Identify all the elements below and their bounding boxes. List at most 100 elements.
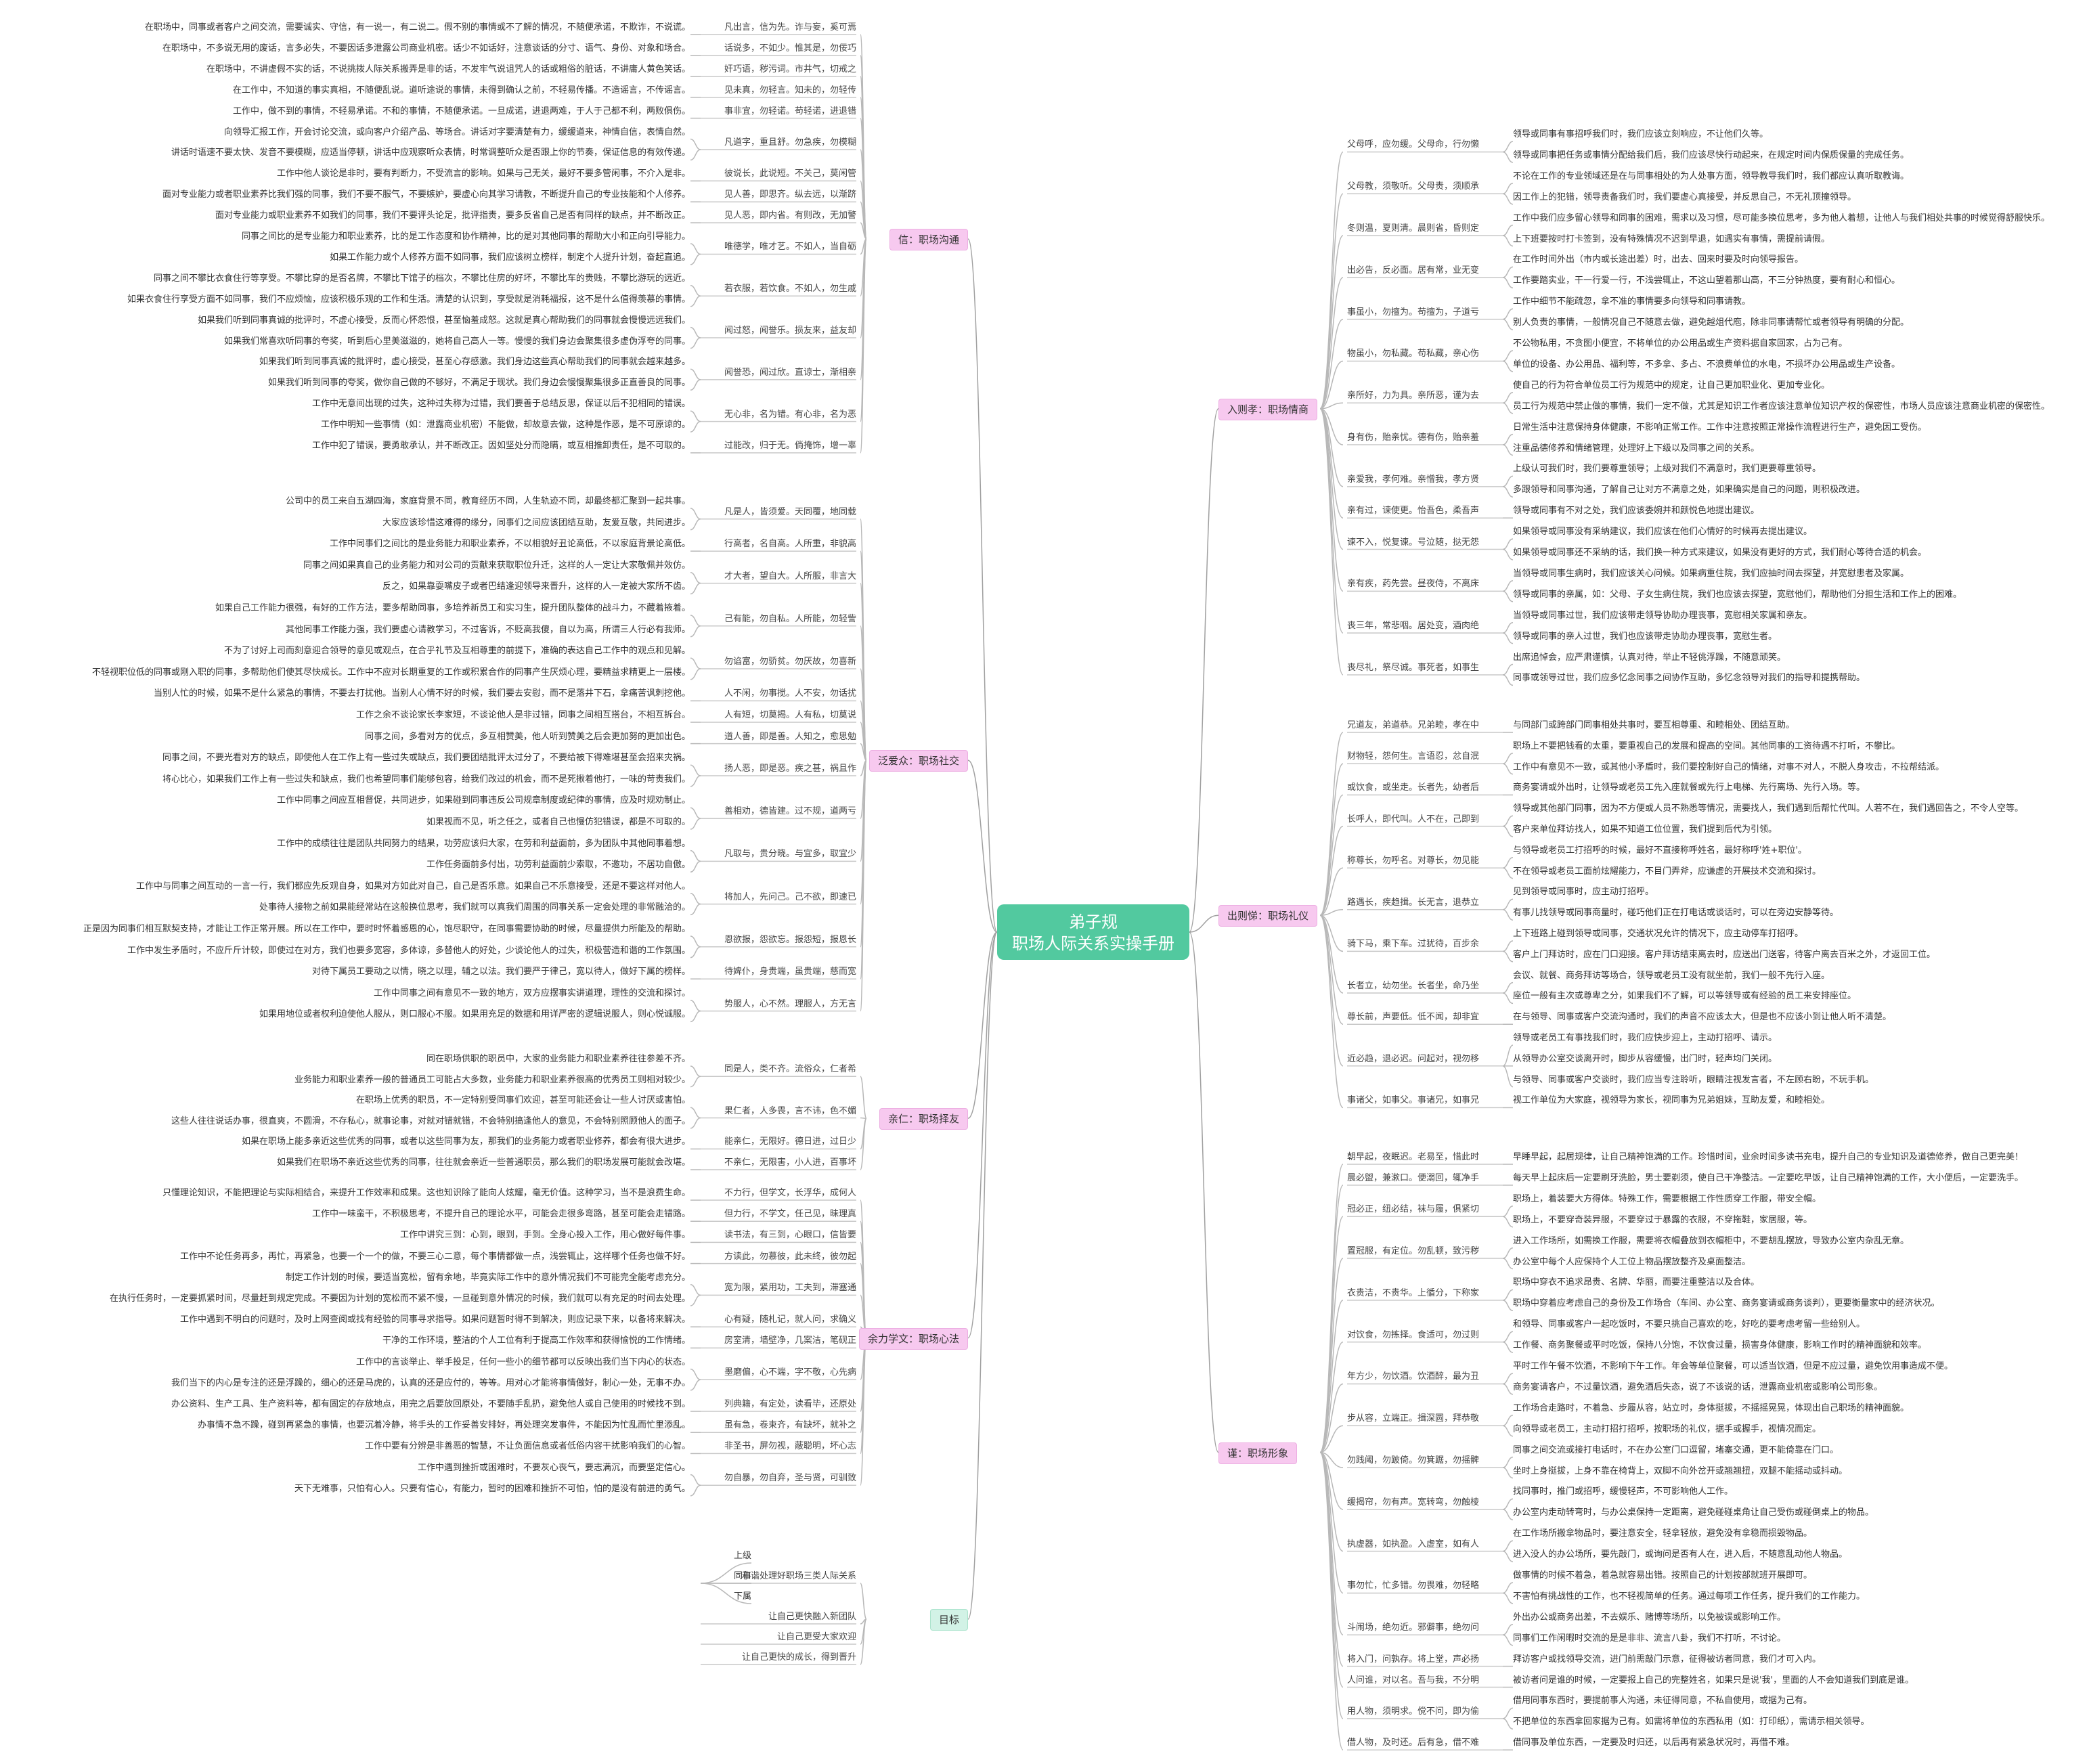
branch-keyword[interactable]: 虽有急，卷束齐，有缺坏，就补之 xyxy=(724,1420,856,1431)
branch-keyword[interactable]: 和谐处理好职场三类人际关系 xyxy=(741,1571,856,1581)
branch-keyword[interactable]: 冠必正，纽必结，袜与履，俱紧切 xyxy=(1347,1204,1480,1215)
branch-keyword[interactable]: 善相劝，德皆建。过不规，道两亏 xyxy=(724,806,856,817)
branch-keyword[interactable]: 丧三年，常悲咽。居处变，酒肉绝 xyxy=(1347,621,1480,632)
branch-keyword[interactable]: 闻誉恐，闻过欣。直谅士，渐相亲 xyxy=(724,367,856,378)
branch-keyword[interactable]: 用人物，须明求。傥不问，即为偷 xyxy=(1347,1706,1480,1717)
branch-keyword[interactable]: 人不闲，勿事搅。人不安，勿话扰 xyxy=(724,688,856,699)
branch-keyword[interactable]: 朝早起，夜眠迟。老易至，惜此时 xyxy=(1347,1152,1480,1162)
branch-keyword[interactable]: 将加人，先问己。己不欲，即速已 xyxy=(724,891,856,902)
branch-keyword[interactable]: 冬则温，夏则清。晨则省，昏则定 xyxy=(1347,223,1480,234)
branch-keyword[interactable]: 置冠服，有定位。勿乱顿，致污秽 xyxy=(1347,1246,1480,1257)
branch-keyword[interactable]: 丧尽礼，祭尽诚。事死者，如事生 xyxy=(1347,662,1480,673)
branch-keyword[interactable]: 果仁者，人多畏，言不讳，色不媚 xyxy=(724,1105,856,1116)
branch-topic[interactable]: 信：职场沟通 xyxy=(889,229,968,250)
branch-keyword[interactable]: 人问谁，对以名。吾与我，不分明 xyxy=(1347,1675,1480,1685)
branch-keyword[interactable]: 恩欲报，怨欲忘。报怨短，报恩长 xyxy=(724,934,856,945)
branch-keyword[interactable]: 身有伤，贻亲忧。德有伤，贻亲羞 xyxy=(1347,433,1480,443)
branch-keyword[interactable]: 宽为限，紧用功，工夫到，滞塞通 xyxy=(724,1283,856,1294)
branch-keyword[interactable]: 人有短，切莫揭。人有私，切莫说 xyxy=(724,710,856,720)
branch-keyword[interactable]: 无心非，名为错。有心非，名为恶 xyxy=(724,409,856,420)
branch-topic[interactable]: 谨：职场形象 xyxy=(1218,1442,1298,1464)
branch-keyword[interactable]: 见未真，勿轻言。知未的，勿轻传 xyxy=(724,85,856,95)
branch-keyword[interactable]: 出必告，反必面。居有常，业无变 xyxy=(1347,265,1480,275)
branch-keyword[interactable]: 道人善，即是善。人知之，愈思勉 xyxy=(724,731,856,742)
branch-keyword[interactable]: 同是人，类不齐。流俗众，仁者希 xyxy=(724,1064,856,1075)
branch-keyword[interactable]: 路遇长，疾趋揖。长无言，退恭立 xyxy=(1347,897,1480,908)
branch-topic[interactable]: 余力学文：职场心法 xyxy=(858,1327,968,1350)
branch-keyword[interactable]: 财物轻，怨何生。言语忍，忿自泯 xyxy=(1347,751,1480,762)
branch-keyword[interactable]: 读书法，有三到，心眼口，信皆要 xyxy=(724,1230,856,1241)
branch-keyword[interactable]: 事勿忙，忙多错。勿畏难，勿轻略 xyxy=(1347,1581,1480,1591)
branch-keyword[interactable]: 墨磨偏，心不端，字不敬，心先病 xyxy=(724,1367,856,1378)
branch-keyword[interactable]: 奸巧语，秽污词。市井气，切戒之 xyxy=(724,64,856,74)
branch-keyword[interactable]: 将入门，问孰存。将上堂，声必扬 xyxy=(1347,1654,1480,1664)
branch-keyword[interactable]: 对饮食，勿拣择。食适可，勿过则 xyxy=(1347,1329,1480,1340)
branch-keyword[interactable]: 父母教，须敬听。父母责，须顺承 xyxy=(1347,181,1480,192)
branch-keyword[interactable]: 或饮食，或坐走。长者先，幼者后 xyxy=(1347,782,1480,793)
branch-keyword[interactable]: 凡取与，贵分晓。与宜多，取宜少 xyxy=(724,849,856,860)
branch-keyword[interactable]: 势服人，心不然。理服人，方无言 xyxy=(724,998,856,1009)
branch-keyword[interactable]: 见人恶，即内省。有则改，无加警 xyxy=(724,211,856,221)
branch-keyword[interactable]: 物虽小，勿私藏。苟私藏，亲心伤 xyxy=(1347,349,1480,359)
branch-keyword[interactable]: 凡道字，重且舒。勿急疾，勿模糊 xyxy=(724,137,856,148)
branch-keyword[interactable]: 尊长前，声要低。低不闻，却非宜 xyxy=(1347,1012,1480,1023)
branch-keyword[interactable]: 话说多，不如少。惟其是，勿佞巧 xyxy=(724,43,856,53)
branch-keyword[interactable]: 非圣书，屏勿视，蔽聪明，坏心志 xyxy=(724,1441,856,1452)
branch-keyword[interactable]: 称尊长，勿呼名。对尊长，勿见能 xyxy=(1347,856,1480,866)
branch-keyword[interactable]: 事虽小，勿擅为。苟擅为，子道亏 xyxy=(1347,307,1480,317)
branch-keyword[interactable]: 长者立，幼勿坐。长者坐，命乃坐 xyxy=(1347,981,1480,991)
branch-keyword[interactable]: 借人物，及时还。后有急，借不难 xyxy=(1347,1738,1480,1748)
branch-keyword[interactable]: 列典籍，有定处，读看毕，还原处 xyxy=(724,1399,856,1409)
branch-keyword[interactable]: 让自己更受大家欢迎 xyxy=(776,1632,856,1642)
branch-keyword[interactable]: 晨必盥，兼漱口。便溺回，辄净手 xyxy=(1347,1172,1480,1183)
branch-keyword[interactable]: 凡是人，皆须爱。天同覆，地同载 xyxy=(724,506,856,517)
branch-keyword[interactable]: 长呼人，即代叫。人不在，己即到 xyxy=(1347,814,1480,824)
branch-topic[interactable]: 出则悌：职场礼仪 xyxy=(1218,905,1318,927)
branch-keyword[interactable]: 缓揭帘，勿有声。宽转弯，勿触棱 xyxy=(1347,1497,1480,1507)
branch-keyword[interactable]: 斗闹场，绝勿近。邪僻事，绝勿问 xyxy=(1347,1623,1480,1633)
branch-keyword[interactable]: 待婢仆，身贵端，虽贵端，慈而宽 xyxy=(724,967,856,977)
branch-keyword[interactable]: 让自己更快融入新团队 xyxy=(768,1612,856,1622)
branch-topic[interactable]: 泛爱众：职场社交 xyxy=(868,750,968,772)
branch-keyword[interactable]: 勿自暴，勿自弃，圣与贤，可驯致 xyxy=(724,1473,856,1484)
branch-keyword[interactable]: 让自己更快的成长，得到晋升 xyxy=(741,1652,856,1662)
branch-keyword[interactable]: 勿谄富，勿骄贫。勿厌故，勿喜新 xyxy=(724,657,856,667)
branch-keyword[interactable]: 不力行，但学文，长浮华，成何人 xyxy=(724,1188,856,1198)
branch-keyword[interactable]: 扬人恶，即是恶。疾之甚，祸且作 xyxy=(724,764,856,774)
branch-keyword[interactable]: 亲爱我，孝何难。亲憎我，孝方贤 xyxy=(1347,474,1480,485)
branch-keyword[interactable]: 执虚器，如执盈。入虚室，如有人 xyxy=(1347,1539,1480,1549)
branch-keyword[interactable]: 父母呼，应勿缓。父母命，行勿懒 xyxy=(1347,139,1480,150)
branch-keyword[interactable]: 闻过怒，闻誉乐。损友来，益友却 xyxy=(724,326,856,336)
branch-keyword[interactable]: 亲有疾，药先尝。昼夜侍，不离床 xyxy=(1347,579,1480,590)
branch-keyword[interactable]: 若衣服，若饮食。不如人，勿生戚 xyxy=(724,284,856,294)
branch-keyword[interactable]: 步从容，立端正。揖深圆，拜恭敬 xyxy=(1347,1413,1480,1424)
branch-keyword[interactable]: 但力行，不学文，任己见，昧理真 xyxy=(724,1209,856,1220)
branch-topic[interactable]: 目标 xyxy=(929,1609,968,1631)
branch-keyword[interactable]: 己有能，勿自私。人所能，勿轻訾 xyxy=(724,613,856,624)
branch-keyword[interactable]: 兄道友，弟道恭。兄弟睦，孝在中 xyxy=(1347,720,1480,730)
branch-keyword[interactable]: 谏不入，悦复谏。号泣随，挞无怨 xyxy=(1347,537,1480,548)
branch-keyword[interactable]: 骑下马，乘下车。过犹待，百步余 xyxy=(1347,939,1480,950)
branch-topic[interactable]: 入则孝：职场情商 xyxy=(1218,398,1318,420)
branch-keyword[interactable]: 不亲仁，无限害，小人进，百事坏 xyxy=(724,1157,856,1168)
branch-keyword[interactable]: 事诸父，如事父。事诸兄，如事兄 xyxy=(1347,1095,1480,1106)
branch-keyword[interactable]: 年方少，勿饮酒。饮酒醉，最为丑 xyxy=(1347,1371,1480,1382)
branch-keyword[interactable]: 彼说长，此说短。不关己，莫闲管 xyxy=(724,169,856,179)
branch-keyword[interactable]: 亲有过，谏使更。怡吾色，柔吾声 xyxy=(1347,506,1480,516)
branch-keyword[interactable]: 见人善，即思齐。纵去远，以渐跻 xyxy=(724,190,856,200)
branch-keyword[interactable]: 能亲仁，无限好。德日进，过日少 xyxy=(724,1137,856,1147)
branch-topic[interactable]: 亲仁：职场择友 xyxy=(879,1108,968,1130)
branch-keyword[interactable]: 事非宜，勿轻诺。苟轻诺，进退错 xyxy=(724,106,856,116)
branch-keyword[interactable]: 勿践阈，勿跛倚。勿箕踞，勿摇髀 xyxy=(1347,1455,1480,1466)
branch-keyword[interactable]: 才大者，望自大。人所服，非言大 xyxy=(724,571,856,581)
branch-keyword[interactable]: 房室清，墙壁净，几案洁，笔砚正 xyxy=(724,1336,856,1346)
branch-keyword[interactable]: 心有疑，随札记，就人问，求确义 xyxy=(724,1315,856,1325)
branch-keyword[interactable]: 凡出言，信为先。诈与妄，奚可焉 xyxy=(724,22,856,32)
branch-keyword[interactable]: 衣贵洁，不贵华。上循分，下称家 xyxy=(1347,1287,1480,1298)
branch-keyword[interactable]: 方读此，勿慕彼，此未终，彼勿起 xyxy=(724,1251,856,1262)
branch-keyword[interactable]: 近必趋，退必迟。问起对，视勿移 xyxy=(1347,1053,1480,1064)
root-topic[interactable]: 弟子规 职场人际关系实操手册 xyxy=(997,904,1189,960)
branch-keyword[interactable]: 唯德学，唯才艺。不如人，当自砺 xyxy=(724,242,856,252)
branch-keyword[interactable]: 亲所好，力为具。亲所恶，谨为去 xyxy=(1347,391,1480,401)
branch-keyword[interactable]: 行高者，名自高。人所重，非貌高 xyxy=(724,539,856,550)
